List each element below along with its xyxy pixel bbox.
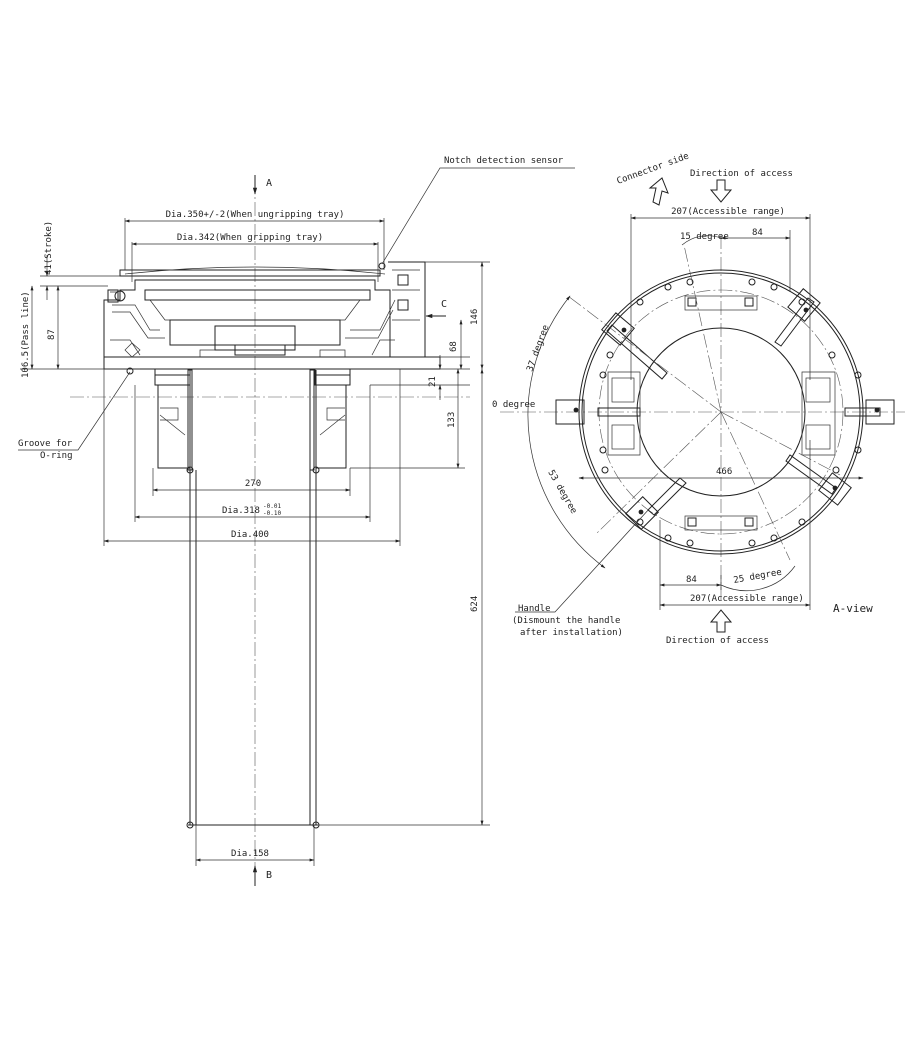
dim-68: 68: [449, 341, 459, 352]
angle-37: 37 degree: [525, 324, 551, 373]
label-access-bottom: Direction of access: [666, 636, 769, 646]
dim-dia-158: Dia.158: [231, 849, 269, 859]
a-view: 37 degree 53 degree 0 degree Connector s…: [492, 151, 905, 646]
dim-207-top: 207(Accessible range): [671, 207, 785, 217]
connector-arrow-icon: [648, 177, 669, 206]
dim-dia-350: Dia.350+/-2(When ungripping tray): [166, 210, 345, 220]
gripper-arms: [555, 288, 895, 530]
label-view-b: B: [266, 870, 272, 881]
access-arrow-bottom-icon: [709, 609, 733, 633]
dim-624: 624: [470, 596, 480, 612]
dim-146: 146: [470, 309, 480, 325]
side-dimensions: A Dia.350+/-2(When ungripping tray) Dia.…: [18, 156, 575, 886]
label-groove-line1: Groove for: [18, 439, 73, 449]
label-handle-2: (Dismount the handle: [512, 616, 620, 626]
dim-dia-318: Dia.318: [222, 506, 260, 516]
angle-0: 0 degree: [492, 400, 535, 410]
dim-21: 21: [428, 376, 438, 387]
label-view-c: C: [441, 299, 447, 310]
label-notch-sensor: Notch detection sensor: [444, 156, 564, 166]
access-arrow-top-icon: [709, 179, 733, 203]
dim-dia-400: Dia.400: [231, 530, 269, 540]
angle-53: 53 degree: [545, 469, 578, 516]
tol-upper: -0.01: [263, 503, 281, 510]
center-bore: [636, 327, 806, 497]
tol-lower: -0.10: [263, 510, 281, 517]
dim-87: 87: [47, 329, 57, 340]
label-groove-line2: O-ring: [40, 451, 73, 461]
angle-15: 15 degree: [680, 232, 729, 242]
side-view: A Dia.350+/-2(When ungripping tray) Dia.…: [18, 156, 575, 886]
dim-stroke: 41(Stroke): [44, 221, 54, 275]
dim-270: 270: [245, 479, 261, 489]
dim-466: 466: [716, 467, 732, 477]
bolt-holes: [599, 278, 862, 547]
lower-housing: [126, 367, 351, 829]
label-access-top: Direction of access: [690, 169, 793, 179]
label-handle-3: after installation): [520, 628, 623, 638]
dim-dia-342: Dia.342(When gripping tray): [177, 233, 323, 243]
label-connector-side: Connector side: [616, 151, 691, 186]
dim-pass-line: 106.5(Pass line): [21, 291, 31, 378]
label-handle-1: Handle: [518, 604, 551, 614]
dim-207-bottom: 207(Accessible range): [690, 594, 804, 604]
a-view-title: A-view: [833, 602, 873, 615]
dim-84-bottom: 84: [686, 575, 697, 585]
dim-133: 133: [447, 412, 457, 428]
dim-84-top: 84: [752, 228, 763, 238]
gripper-head: [103, 261, 441, 370]
label-view-a: A: [266, 178, 272, 189]
